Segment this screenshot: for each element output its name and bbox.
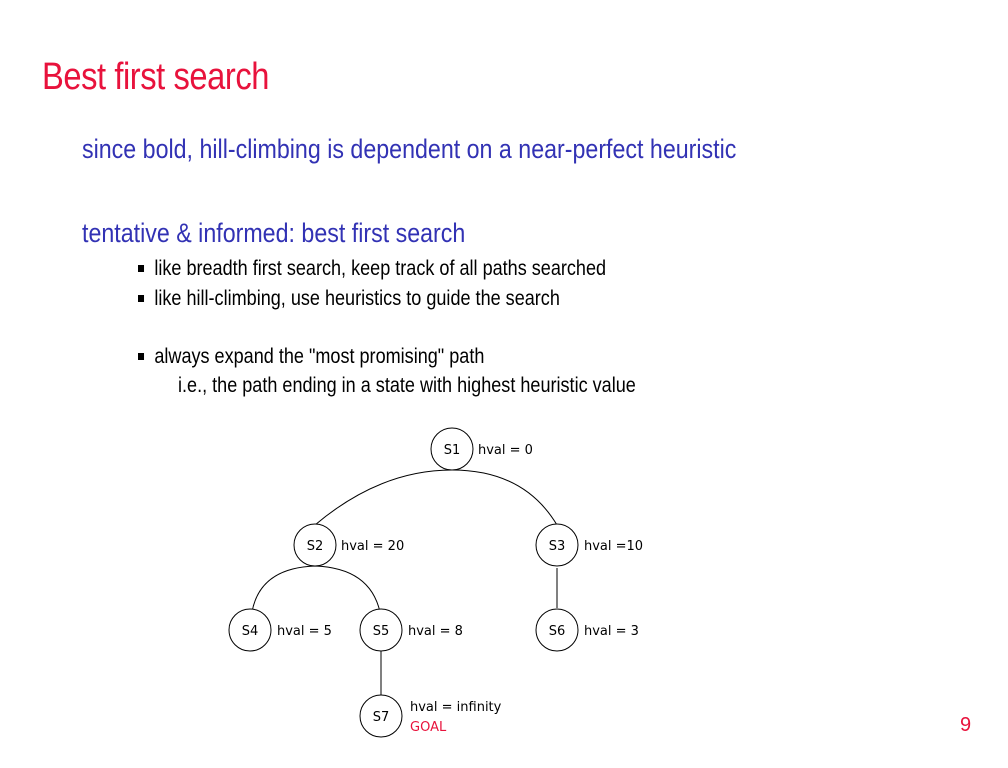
bullet-text: like breadth first search, keep track of… — [154, 257, 607, 280]
goal-label: GOAL — [410, 720, 447, 735]
node-circle — [228, 608, 272, 652]
node-label: S6 — [549, 624, 566, 639]
tree-node-s4: S4 hval = 5 — [228, 608, 332, 652]
node-circle — [535, 523, 579, 567]
node-hval: hval = infinity — [410, 700, 502, 715]
bullet-text: always expand the "most promising" path — [154, 345, 485, 368]
page-number: 9 — [960, 714, 972, 736]
bullet-text: like hill-climbing, use heuristics to gu… — [154, 287, 560, 310]
tree-node-s7: S7 hval = infinity GOAL — [359, 694, 502, 738]
node-circle — [535, 608, 579, 652]
node-circle — [359, 694, 403, 738]
intro-line: since bold, hill-climbing is dependent o… — [82, 134, 737, 164]
node-hval: hval = 20 — [341, 539, 404, 554]
bullet-item: like breadth first search, keep track of… — [138, 257, 606, 281]
tree-node-s5: S5 hval = 8 — [359, 608, 463, 652]
node-label: S7 — [373, 710, 390, 725]
node-hval: hval = 8 — [408, 624, 463, 639]
bullet-square-icon — [138, 295, 145, 302]
tree-node-s1: S1 hval = 0 — [430, 427, 533, 471]
bullet-square-icon — [138, 353, 145, 360]
node-circle — [359, 608, 403, 652]
section-line: tentative & informed: best first search — [82, 218, 466, 248]
node-hval: hval = 3 — [584, 624, 639, 639]
node-label: S1 — [444, 443, 461, 458]
bullet-item: like hill-climbing, use heuristics to gu… — [138, 287, 560, 311]
tree-node-s2: S2 hval = 20 — [293, 523, 404, 567]
node-label: S5 — [373, 624, 390, 639]
node-label: S2 — [307, 539, 324, 554]
node-circle — [430, 427, 474, 471]
bullet-square-icon — [138, 265, 145, 272]
tree-node-s6: S6 hval = 3 — [535, 608, 639, 652]
node-hval: hval = 0 — [478, 443, 533, 458]
tree-edge-s1-children — [314, 469, 558, 526]
node-label: S4 — [242, 624, 259, 639]
node-hval: hval = 5 — [277, 624, 332, 639]
node-label: S3 — [549, 539, 566, 554]
tree-edge-s2-children — [251, 565, 381, 613]
node-circle — [293, 523, 337, 567]
bullet-subline: i.e., the path ending in a state with hi… — [178, 374, 636, 397]
node-hval: hval =10 — [584, 539, 643, 554]
tree-node-s3: S3 hval =10 — [535, 523, 643, 567]
slide-title: Best first search — [42, 56, 269, 98]
bullet-item: always expand the "most promising" path — [138, 345, 484, 369]
